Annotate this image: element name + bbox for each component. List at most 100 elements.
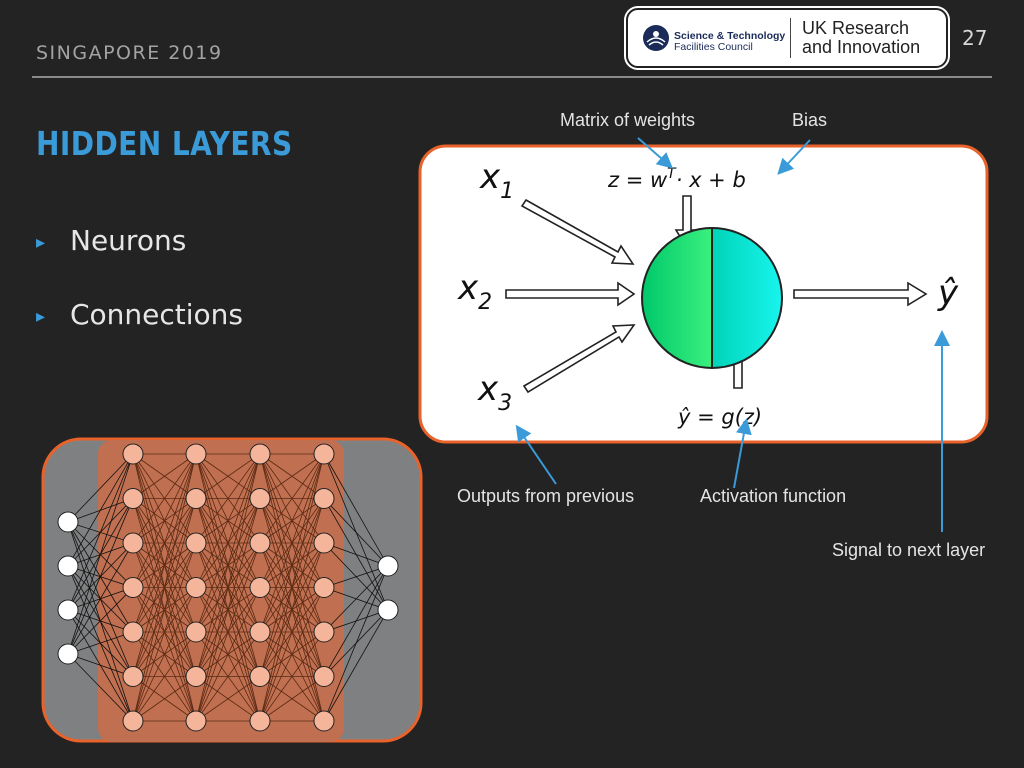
weights-pointer (637, 137, 674, 169)
page-number: 27 (962, 26, 988, 50)
hidden-node (122, 710, 144, 732)
network-edge (259, 498, 325, 722)
hidden-node (122, 443, 144, 465)
network-edge (67, 542, 134, 655)
network-edge (195, 453, 261, 499)
network-edge (195, 587, 261, 722)
hidden-node (313, 666, 335, 687)
hidden-node (249, 443, 271, 465)
network-edge (195, 453, 261, 677)
network-edge (132, 498, 197, 722)
network-edge (132, 542, 197, 722)
network-edge (132, 453, 197, 499)
network-edge (259, 676, 325, 722)
hidden-node (185, 488, 207, 509)
ukri-name: UK Research and Innovation (802, 19, 920, 57)
neuron-activation-half (712, 228, 782, 368)
network-edge (259, 542, 325, 722)
network-nodes (57, 443, 399, 732)
hidden-node (249, 577, 271, 598)
network-edge (323, 565, 389, 588)
network-edge (132, 676, 197, 722)
network-edges (67, 453, 389, 722)
network-edge (132, 453, 197, 544)
hidden-node (185, 710, 207, 732)
output-yhat: ŷ (937, 273, 959, 313)
label-signal-to-next-layer: Signal to next layer (832, 540, 986, 560)
neuron-sum-half (642, 228, 712, 368)
event-label: SINGAPORE 2019 (36, 42, 223, 64)
input-x1: x1 (479, 157, 514, 204)
stfc-globe-icon (643, 25, 669, 51)
hidden-node (185, 443, 207, 465)
bullet-neurons: ▸Neurons (36, 224, 186, 257)
network-edge (195, 453, 261, 722)
hidden-node (122, 532, 144, 554)
network-edge (67, 453, 134, 567)
hidden-node (249, 710, 271, 732)
bullet-arrow-icon: ▸ (36, 305, 46, 327)
ukri-line1: UK Research (802, 18, 910, 38)
network-edge (259, 587, 325, 722)
slide-title: HIDDEN LAYERS (36, 124, 293, 163)
hidden-node (185, 532, 207, 554)
label-activation-function: Activation function (700, 486, 847, 506)
activation-pointer (733, 418, 752, 489)
network-edge (67, 653, 134, 677)
neural-network-diagram (41, 437, 423, 743)
hidden-node (313, 443, 335, 465)
network-edge (195, 631, 261, 722)
input-node (57, 599, 79, 621)
network-edge (67, 587, 134, 655)
stfc-name: Science & Technology Facilities Council (674, 31, 785, 53)
hidden-node (249, 666, 271, 687)
network-edge (195, 676, 261, 722)
hidden-node (313, 577, 335, 598)
network-edge (195, 453, 261, 633)
network-edge (259, 453, 325, 499)
outputs-pointer (515, 424, 557, 485)
input-x2: x2 (457, 268, 492, 315)
network-edge (195, 542, 261, 722)
sponsor-logo: Science & Technology Facilities Council … (626, 8, 948, 68)
bullet-text: Neurons (70, 224, 187, 257)
arrow-x2 (505, 281, 636, 307)
network-edge (259, 453, 325, 722)
input-node (57, 511, 79, 533)
logo-divider (790, 18, 791, 58)
arrow-output (793, 281, 928, 307)
network-edge (323, 565, 389, 633)
network-edge (323, 498, 389, 567)
ukri-line2: and Innovation (802, 37, 921, 57)
label-matrix-of-weights: Matrix of weights (560, 110, 696, 130)
neuron (641, 227, 783, 369)
input-x3: x3 (477, 369, 512, 416)
hidden-node (185, 577, 207, 598)
label-outputs-from-previous: Outputs from previous (457, 486, 635, 506)
header-divider (32, 76, 992, 78)
network-edge (67, 498, 134, 655)
network-edge (195, 498, 261, 722)
network-edge (323, 565, 389, 722)
network-edge (132, 587, 197, 722)
network-edge (259, 453, 325, 677)
output-node (377, 599, 399, 621)
hidden-node (249, 488, 271, 509)
label-bias: Bias (792, 110, 828, 130)
network-edge (259, 453, 325, 633)
hidden-node (185, 666, 207, 687)
hidden-node (122, 621, 144, 643)
network-edge (132, 453, 197, 588)
network-edge (195, 453, 261, 588)
bias-pointer (777, 139, 811, 175)
hidden-node (185, 621, 207, 643)
network-edge (323, 542, 389, 567)
hidden-node (249, 621, 271, 643)
output-node (377, 555, 399, 577)
bullet-connections: ▸Connections (36, 298, 243, 331)
formula-top: z = wT· x + b (607, 166, 746, 192)
network-edge (323, 565, 389, 677)
network-edge (67, 631, 134, 655)
hidden-node (313, 710, 335, 732)
